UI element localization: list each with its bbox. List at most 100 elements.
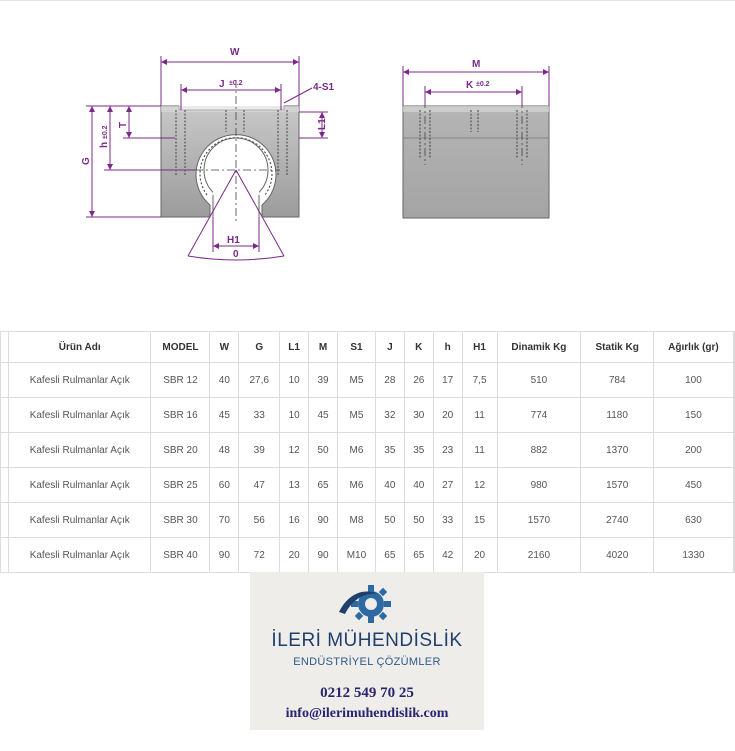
- table-cell: 1370: [580, 432, 655, 468]
- front-dimensions: [86, 56, 328, 261]
- table-cell: 35: [403, 432, 434, 468]
- table-edge-cell: [0, 397, 9, 433]
- table-cell: 784: [580, 362, 655, 398]
- table-cell: 16: [279, 502, 310, 538]
- table-cell: 15: [461, 502, 498, 538]
- table-edge-cell: [732, 467, 735, 503]
- table-edge-cell: [0, 502, 9, 538]
- header-cell: Dinamik Kg: [496, 331, 582, 363]
- table-cell: 65: [308, 467, 338, 503]
- table-cell: 65: [403, 537, 434, 573]
- table-cell: 1330: [653, 537, 734, 573]
- table-cell: 60: [209, 467, 240, 503]
- table-cell: 65: [374, 537, 405, 573]
- table-cell: 12: [461, 467, 498, 503]
- label-g: G: [81, 157, 92, 165]
- table-cell: 1180: [580, 397, 655, 433]
- header-cell: Statik Kg: [580, 331, 655, 363]
- company-logo-card: İLERİ MÜHENDİSLİK ENDÜSTRİYEL ÇÖZÜMLER 0…: [250, 572, 484, 730]
- table-cell: 10: [279, 362, 310, 398]
- table-cell: 47: [238, 467, 281, 503]
- table-cell: 90: [308, 537, 338, 573]
- table-cell: M6: [337, 432, 376, 468]
- table-edge-cell: [0, 432, 9, 468]
- table-cell: 30: [403, 397, 434, 433]
- table-cell: SBR 16: [150, 397, 211, 433]
- side-dimensions: [402, 66, 550, 106]
- table-cell: 11: [461, 432, 498, 468]
- table-cell: 200: [653, 432, 734, 468]
- table-edge-cell: [732, 432, 735, 468]
- table-cell: 20: [461, 537, 498, 573]
- label-4-s1: 4-S1: [313, 82, 335, 93]
- label-m: M: [472, 59, 480, 70]
- table-cell: Kafesli Rulmanlar Açık: [7, 397, 152, 433]
- table-cell: 4020: [580, 537, 655, 573]
- label-j-tolerance: ±0.2: [229, 80, 243, 87]
- table-cell: 27: [432, 467, 463, 503]
- label-t: T: [118, 122, 129, 128]
- label-k-tolerance: ±0.2: [476, 81, 490, 88]
- table-cell: 39: [238, 432, 281, 468]
- header-cell: Ürün Adı: [7, 331, 152, 363]
- table-cell: 40: [374, 467, 405, 503]
- table-edge-cell: [732, 537, 735, 573]
- table-cell: 450: [653, 467, 734, 503]
- table-cell: SBR 25: [150, 467, 211, 503]
- table-cell: 40: [403, 467, 434, 503]
- company-tagline: ENDÜSTRİYEL ÇÖZÜMLER: [293, 656, 441, 668]
- table-cell: M10: [337, 537, 376, 573]
- table-edge-cell: [0, 362, 9, 398]
- table-edge-cell: [0, 331, 9, 363]
- table-cell: 35: [374, 432, 405, 468]
- table-cell: 150: [653, 397, 734, 433]
- table-cell: 50: [374, 502, 405, 538]
- table-cell: M6: [337, 467, 376, 503]
- header-cell: MODEL: [150, 331, 211, 363]
- table-edge-cell: [732, 397, 735, 433]
- label-w: W: [230, 47, 240, 58]
- table-cell: Kafesli Rulmanlar Açık: [7, 362, 152, 398]
- table-cell: 980: [496, 467, 582, 503]
- side-view: [402, 100, 550, 219]
- label-l1: L1: [317, 118, 328, 130]
- table-cell: SBR 12: [150, 362, 211, 398]
- table-cell: 1570: [496, 502, 582, 538]
- table-edge-cell: [0, 537, 9, 573]
- table-cell: 50: [308, 432, 338, 468]
- table-cell: 90: [209, 537, 240, 573]
- label-h-tolerance: ±0.2: [102, 125, 109, 139]
- table-cell: 72: [238, 537, 281, 573]
- front-arrowheads: [89, 59, 325, 249]
- table-cell: 882: [496, 432, 582, 468]
- table-cell: Kafesli Rulmanlar Açık: [7, 467, 152, 503]
- table-cell: 17: [432, 362, 463, 398]
- table-cell: 20: [432, 397, 463, 433]
- table-cell: M5: [337, 362, 376, 398]
- table-cell: 45: [308, 397, 338, 433]
- table-cell: 510: [496, 362, 582, 398]
- table-cell: SBR 40: [150, 537, 211, 573]
- side-arrowheads: [403, 69, 549, 95]
- label-h: h: [99, 142, 110, 148]
- label-o: 0: [233, 249, 239, 260]
- header-cell: h: [432, 331, 463, 363]
- table-cell: 26: [403, 362, 434, 398]
- table-edge-cell: [732, 362, 735, 398]
- label-j: J: [219, 79, 225, 90]
- table-cell: 28: [374, 362, 405, 398]
- table-edge-cell: [0, 467, 9, 503]
- table-edge-cell: [732, 502, 735, 538]
- company-email: info@ilerimuhendislik.com: [285, 706, 449, 721]
- table-edge-cell: [732, 331, 735, 363]
- company-phone: 0212 549 70 25: [320, 685, 414, 701]
- table-cell: M5: [337, 397, 376, 433]
- header-cell: H1: [461, 331, 498, 363]
- table-cell: 50: [403, 502, 434, 538]
- table-cell: 39: [308, 362, 338, 398]
- header-cell: S1: [337, 331, 376, 363]
